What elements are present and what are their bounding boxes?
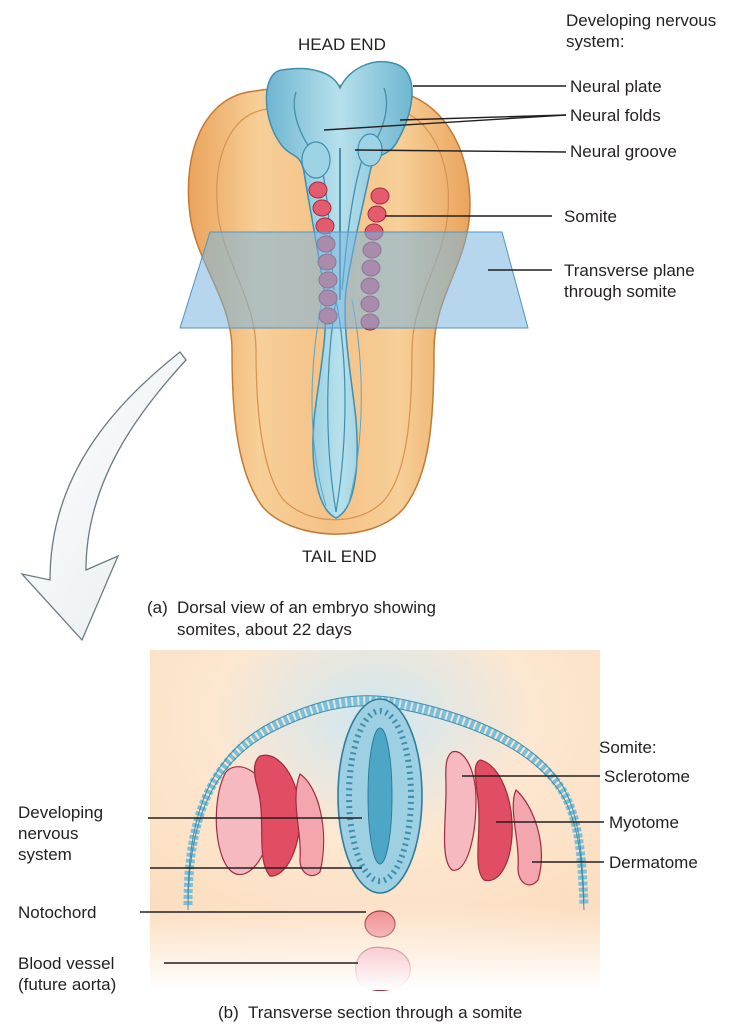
dermatome-label: Dermatome [609, 852, 698, 873]
neural-groove-label: Neural groove [570, 141, 677, 162]
transverse-plane [180, 232, 528, 328]
sclerotome-label: Sclerotome [604, 766, 690, 787]
developing-nervous-system-header: Developing nervous system: [566, 10, 736, 52]
developing-nervous-system-label: Developing nervous system [18, 802, 136, 865]
caption-b: (b)Transverse section through a somite [218, 1002, 618, 1024]
caption-a-text: Dorsal view of an embryo showing somites… [177, 597, 467, 641]
caption-b-text: Transverse section through a somite [248, 1003, 522, 1022]
somite-header-label: Somite: [599, 737, 657, 758]
embryo-dorsal-view [180, 62, 528, 534]
myotome-label: Myotome [609, 812, 679, 833]
caption-a: (a)Dorsal view of an embryo showing somi… [147, 597, 477, 641]
blood-vessel-label: Blood vessel (future aorta) [18, 953, 158, 995]
neural-plate-label: Neural plate [570, 76, 662, 97]
transverse-plane-label: Transverse plane through somite [564, 260, 734, 302]
caption-a-letter: (a) [147, 597, 177, 619]
caption-b-letter: (b) [218, 1002, 248, 1024]
neural-folds-label: Neural folds [570, 105, 661, 126]
transverse-section [150, 650, 600, 990]
notochord-label: Notochord [18, 902, 96, 923]
head-end-label: HEAD END [298, 34, 386, 55]
somite-label: Somite [564, 206, 617, 227]
tail-end-label: TAIL END [302, 546, 377, 567]
